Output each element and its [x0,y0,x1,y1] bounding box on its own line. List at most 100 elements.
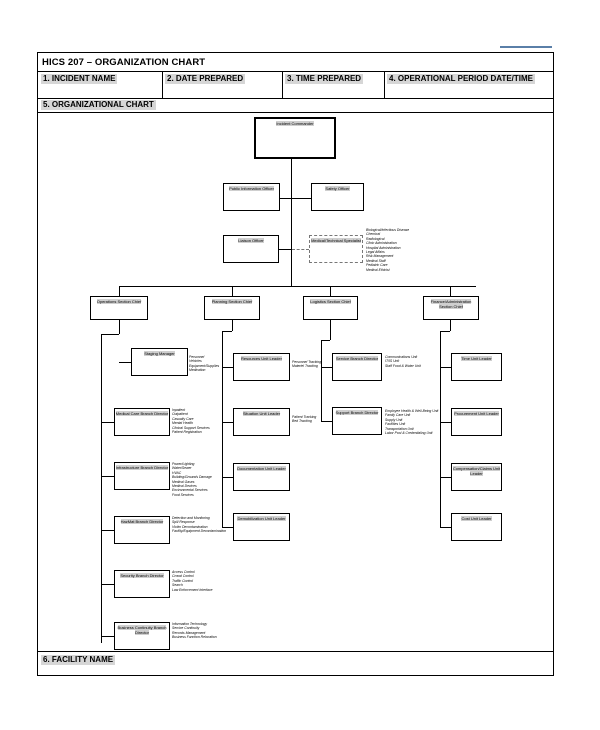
note-line: Spill Response [172,520,195,525]
facility-name-field[interactable]: 6. FACILITY NAME [41,655,116,665]
note-line: Medical Gases [172,479,195,484]
compensation-claims-unit-leader-label: Compensation/Claims Unit Leader [452,466,501,476]
business-continuity-branch-director-label: Business Continuity Branch Director [117,625,167,635]
time-prepared-field[interactable]: 3. TIME PREPARED [285,74,364,84]
business-continuity-branch-director-box[interactable]: Business Continuity Branch Director [114,622,170,650]
planning-section-chief-box[interactable]: Planning Section Chief [204,296,260,320]
note-line: Casualty Care [172,416,194,421]
note-line: Crowd Control [172,574,194,579]
note-line: Search [172,583,183,588]
operations-section-chief-box[interactable]: Operations Section Chief [90,296,148,320]
incident-name-field[interactable]: 1. INCIDENT NAME [41,74,118,84]
liaison-officer-box[interactable]: Liaison Officer [223,235,279,263]
safety-officer-box[interactable]: Safety Officer [311,183,364,211]
note-line: Bed Tracking [292,419,312,424]
note-line: Hospital Administration [366,245,401,250]
operational-period-field[interactable]: 4. OPERATIONAL PERIOD DATE/TIME [387,74,536,84]
support-branch-director-box[interactable]: Support Branch Director [332,407,382,435]
note-line: Communications Unit [385,355,418,359]
compensation-claims-unit-leader-box[interactable]: Compensation/Claims Unit Leader [451,463,502,491]
staging-manager-label: Staging Manager [144,351,175,356]
medical-technical-specialist-box[interactable]: Medical/Technical Specialist [309,235,363,263]
planning-section-chief-label: Planning Section Chief [211,299,253,304]
note-line: Access Control [172,570,195,574]
connector [222,367,233,368]
finance-section-chief-box[interactable]: Finance/Administration Section Chief [423,296,479,320]
connector [440,367,451,368]
note-line: Water/Sewer [172,466,192,471]
demobilization-unit-leader-box[interactable]: Demobilization Unit Leader [233,513,290,541]
documentation-unit-leader-box[interactable]: Documentation Unit Leader [233,463,290,491]
divider [162,71,163,98]
cost-unit-leader-box[interactable]: Cost Unit Leader [451,513,502,541]
note-line: Clinic Administration [366,241,397,246]
note-line: Supply Unit [385,417,403,422]
dashed-connector [292,249,309,250]
situation-unit-leader-box[interactable]: Situation Unit Leader [233,408,290,436]
pio-box[interactable]: Public Information Officer [223,183,280,211]
connector [222,527,233,528]
connector [119,362,131,363]
connector [101,636,114,637]
connector [280,198,311,199]
infrastructure-branch-director-box[interactable]: Infrastructure Branch Director [114,462,170,490]
connector [232,286,233,296]
note-line: Traffic Control [172,578,194,583]
cost-unit-leader-label: Cost Unit Leader [461,516,492,521]
connector [321,367,332,368]
infrastructure-branch-director-label: Infrastructure Branch Director [115,465,169,470]
incident-commander-label: Incident Commander [276,121,314,126]
connector [440,477,451,478]
date-prepared-field[interactable]: 2. DATE PREPARED [165,74,246,84]
service-branch-director-label: Service Branch Director [335,356,379,361]
hazmat-branch-director-box[interactable]: HazMat Branch Director [114,516,170,544]
note-line: Detection and Monitoring [172,516,210,520]
medical-technical-specialist-label: Medical/Technical Specialist [311,238,361,243]
divider [282,71,283,98]
note-line: Labor Pool & Credentialing Unit [385,431,433,436]
pio-label: Public Information Officer [229,186,274,191]
connector [279,249,291,250]
note-line: Facilities Unit [385,422,406,427]
note-line: Service Continuity [172,626,200,631]
time-unit-leader-box[interactable]: Time Unit Leader [451,353,502,381]
time-unit-leader-label: Time Unit Leader [461,356,492,361]
service-branch-director-box[interactable]: Service Branch Director [332,353,382,381]
connector [101,584,114,585]
divider [38,71,553,72]
security-branch-director-box[interactable]: Security Branch Director [114,570,170,598]
note-line: Medical Devices [172,484,197,489]
connector [450,320,451,331]
note-line: Equipment/Supplies [189,363,220,368]
incident-commander-box[interactable]: Incident Commander [254,117,336,159]
note-line: Outpatient [172,412,188,417]
note-line: Staff Food & Water Unit [385,363,421,368]
note-line: Building/Grounds Damage [172,475,212,480]
connector [101,476,114,477]
note-line: Patient Tracking [292,415,317,419]
connector [321,421,332,422]
staging-manager-box[interactable]: Staging Manager [131,348,188,376]
note-line: Records Management [172,630,206,635]
documentation-unit-leader-label: Documentation Unit Leader [237,466,286,471]
note-line: Mental Health [172,421,193,426]
note-line: Food Services [172,492,194,497]
note-line: Biological/Infectious Disease [366,228,410,232]
logistics-section-chief-box[interactable]: Logistics Section Chief [303,296,358,320]
procurement-unit-leader-box[interactable]: Procurement Unit Leader [451,408,502,436]
medical-care-branch-director-box[interactable]: Medical Care Branch Director [114,408,170,436]
connector [440,422,451,423]
resources-unit-leader-box[interactable]: Resources Unit Leader [233,353,290,381]
connector [101,422,114,423]
org-chart-heading: 5. ORGANIZATIONAL CHART [41,100,156,110]
note-line: Medical Staff [366,258,386,263]
connector [440,331,441,527]
note-line: Vehicles [189,359,202,364]
note-line: HVAC [172,470,182,475]
note-line: Chemical [366,232,381,237]
